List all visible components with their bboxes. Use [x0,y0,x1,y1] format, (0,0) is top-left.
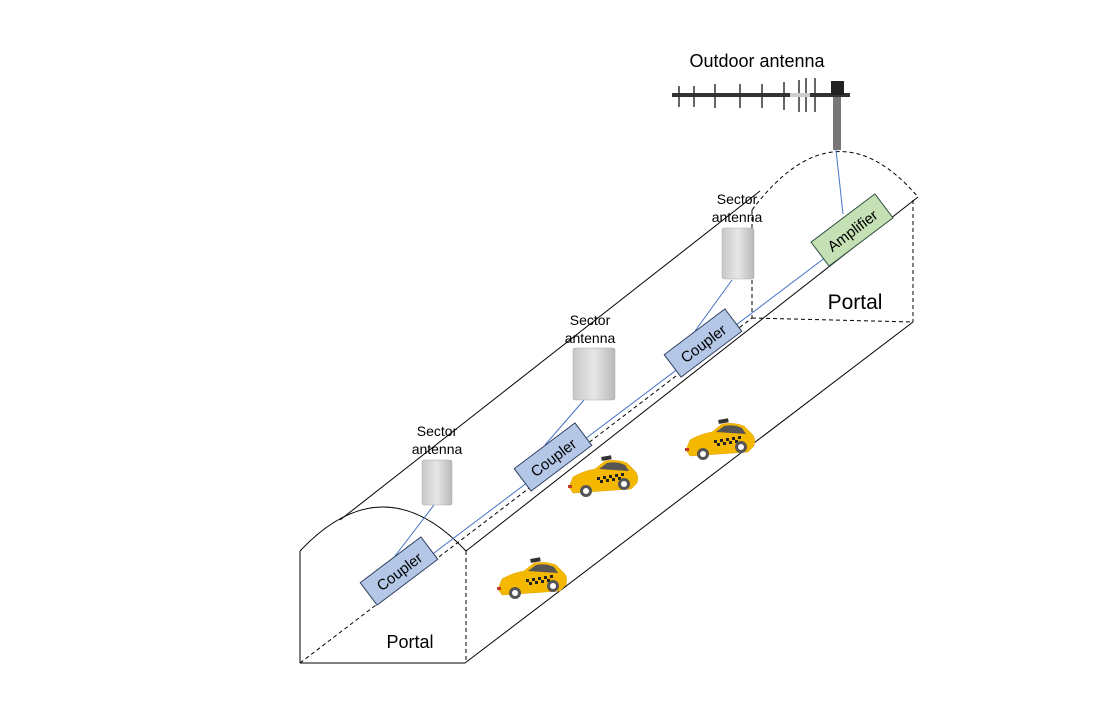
amplifier: Amplifier [810,193,894,267]
sector-antenna-label-line1: Sector [417,423,458,439]
sector-antenna-label-line2: antenna [712,209,763,225]
mast-cable [835,149,844,215]
cables [391,149,844,561]
sector-antenna-label-line2: antenna [412,441,463,457]
taxi-icon [684,417,756,461]
sector-antenna-icon [721,227,755,280]
sector-antenna-label-line1: Sector [717,191,758,207]
taxi-icon [567,454,639,498]
outdoor-antenna-icon [672,78,850,150]
tunnel-floor-left-edge [299,317,753,664]
main-cable [429,253,831,557]
outdoor-antenna-label: Outdoor antenna [689,51,825,71]
near-portal-arch [299,506,467,552]
sector-antenna-icon [572,347,616,401]
sector-antenna-3: Sector antenna [712,191,763,280]
sector-cable-1 [391,504,435,561]
far-portal-label: Portal [828,291,883,314]
sector-antenna-1: Sector antenna [412,423,463,506]
sector-antenna-label-line2: antenna [565,330,616,346]
tunnel-top-left-edge [339,190,761,521]
taxi-icon [496,556,568,600]
tunnel-bottom-right-edge [464,321,914,664]
sector-antenna-label-line1: Sector [570,312,611,328]
far-portal-arch [751,151,919,211]
coupler-1: Coupler [359,536,439,606]
sector-antenna-2: Sector antenna [565,312,616,401]
sector-cable-2 [544,399,585,446]
sector-cable-3 [694,279,733,332]
near-portal-label: Portal [386,632,433,652]
sector-antenna-icon [421,459,453,506]
far-portal-bottom [751,317,914,323]
